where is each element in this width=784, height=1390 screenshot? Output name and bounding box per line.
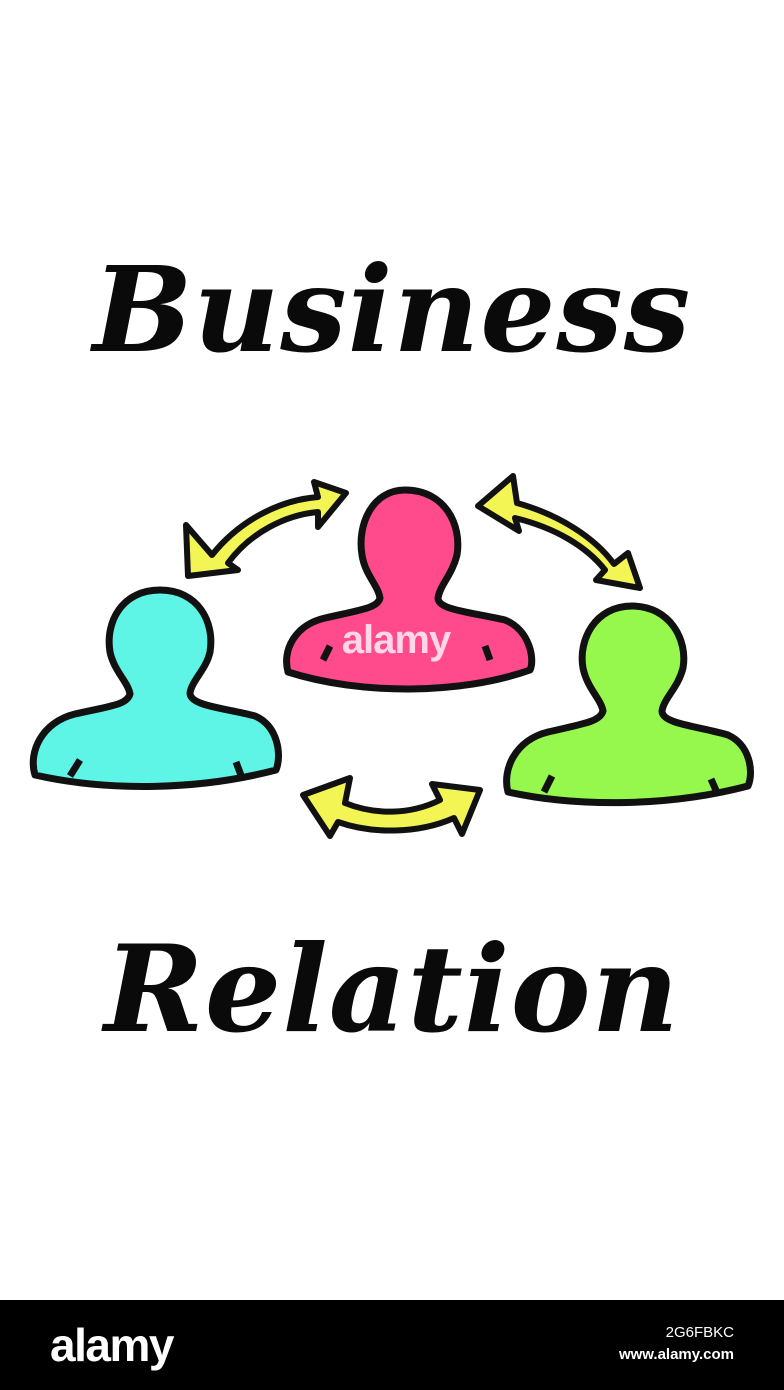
person-icon-center <box>283 486 536 693</box>
heading-business: Business <box>92 240 692 379</box>
stock-footer-bar: alamy 2G6FBKC www.alamy.com <box>0 1300 784 1390</box>
double-arrow-bottom <box>300 775 483 839</box>
watermark-center: alamy <box>341 618 451 662</box>
site-url: www.alamy.com <box>618 1346 734 1363</box>
person-icon-left <box>29 586 282 790</box>
business-relation-illustration <box>29 473 754 839</box>
person-icon-right <box>503 602 754 807</box>
image-id: 2G6FBKC <box>665 1324 734 1341</box>
double-arrow-right <box>475 473 643 591</box>
heading-relation: Relation <box>104 919 680 1060</box>
double-arrow-left <box>183 479 349 579</box>
alamy-logo: alamy <box>50 1319 174 1371</box>
image-canvas: Business alamy <box>29 240 754 1060</box>
image-reference: 2G6FBKC www.alamy.com <box>619 1322 734 1366</box>
